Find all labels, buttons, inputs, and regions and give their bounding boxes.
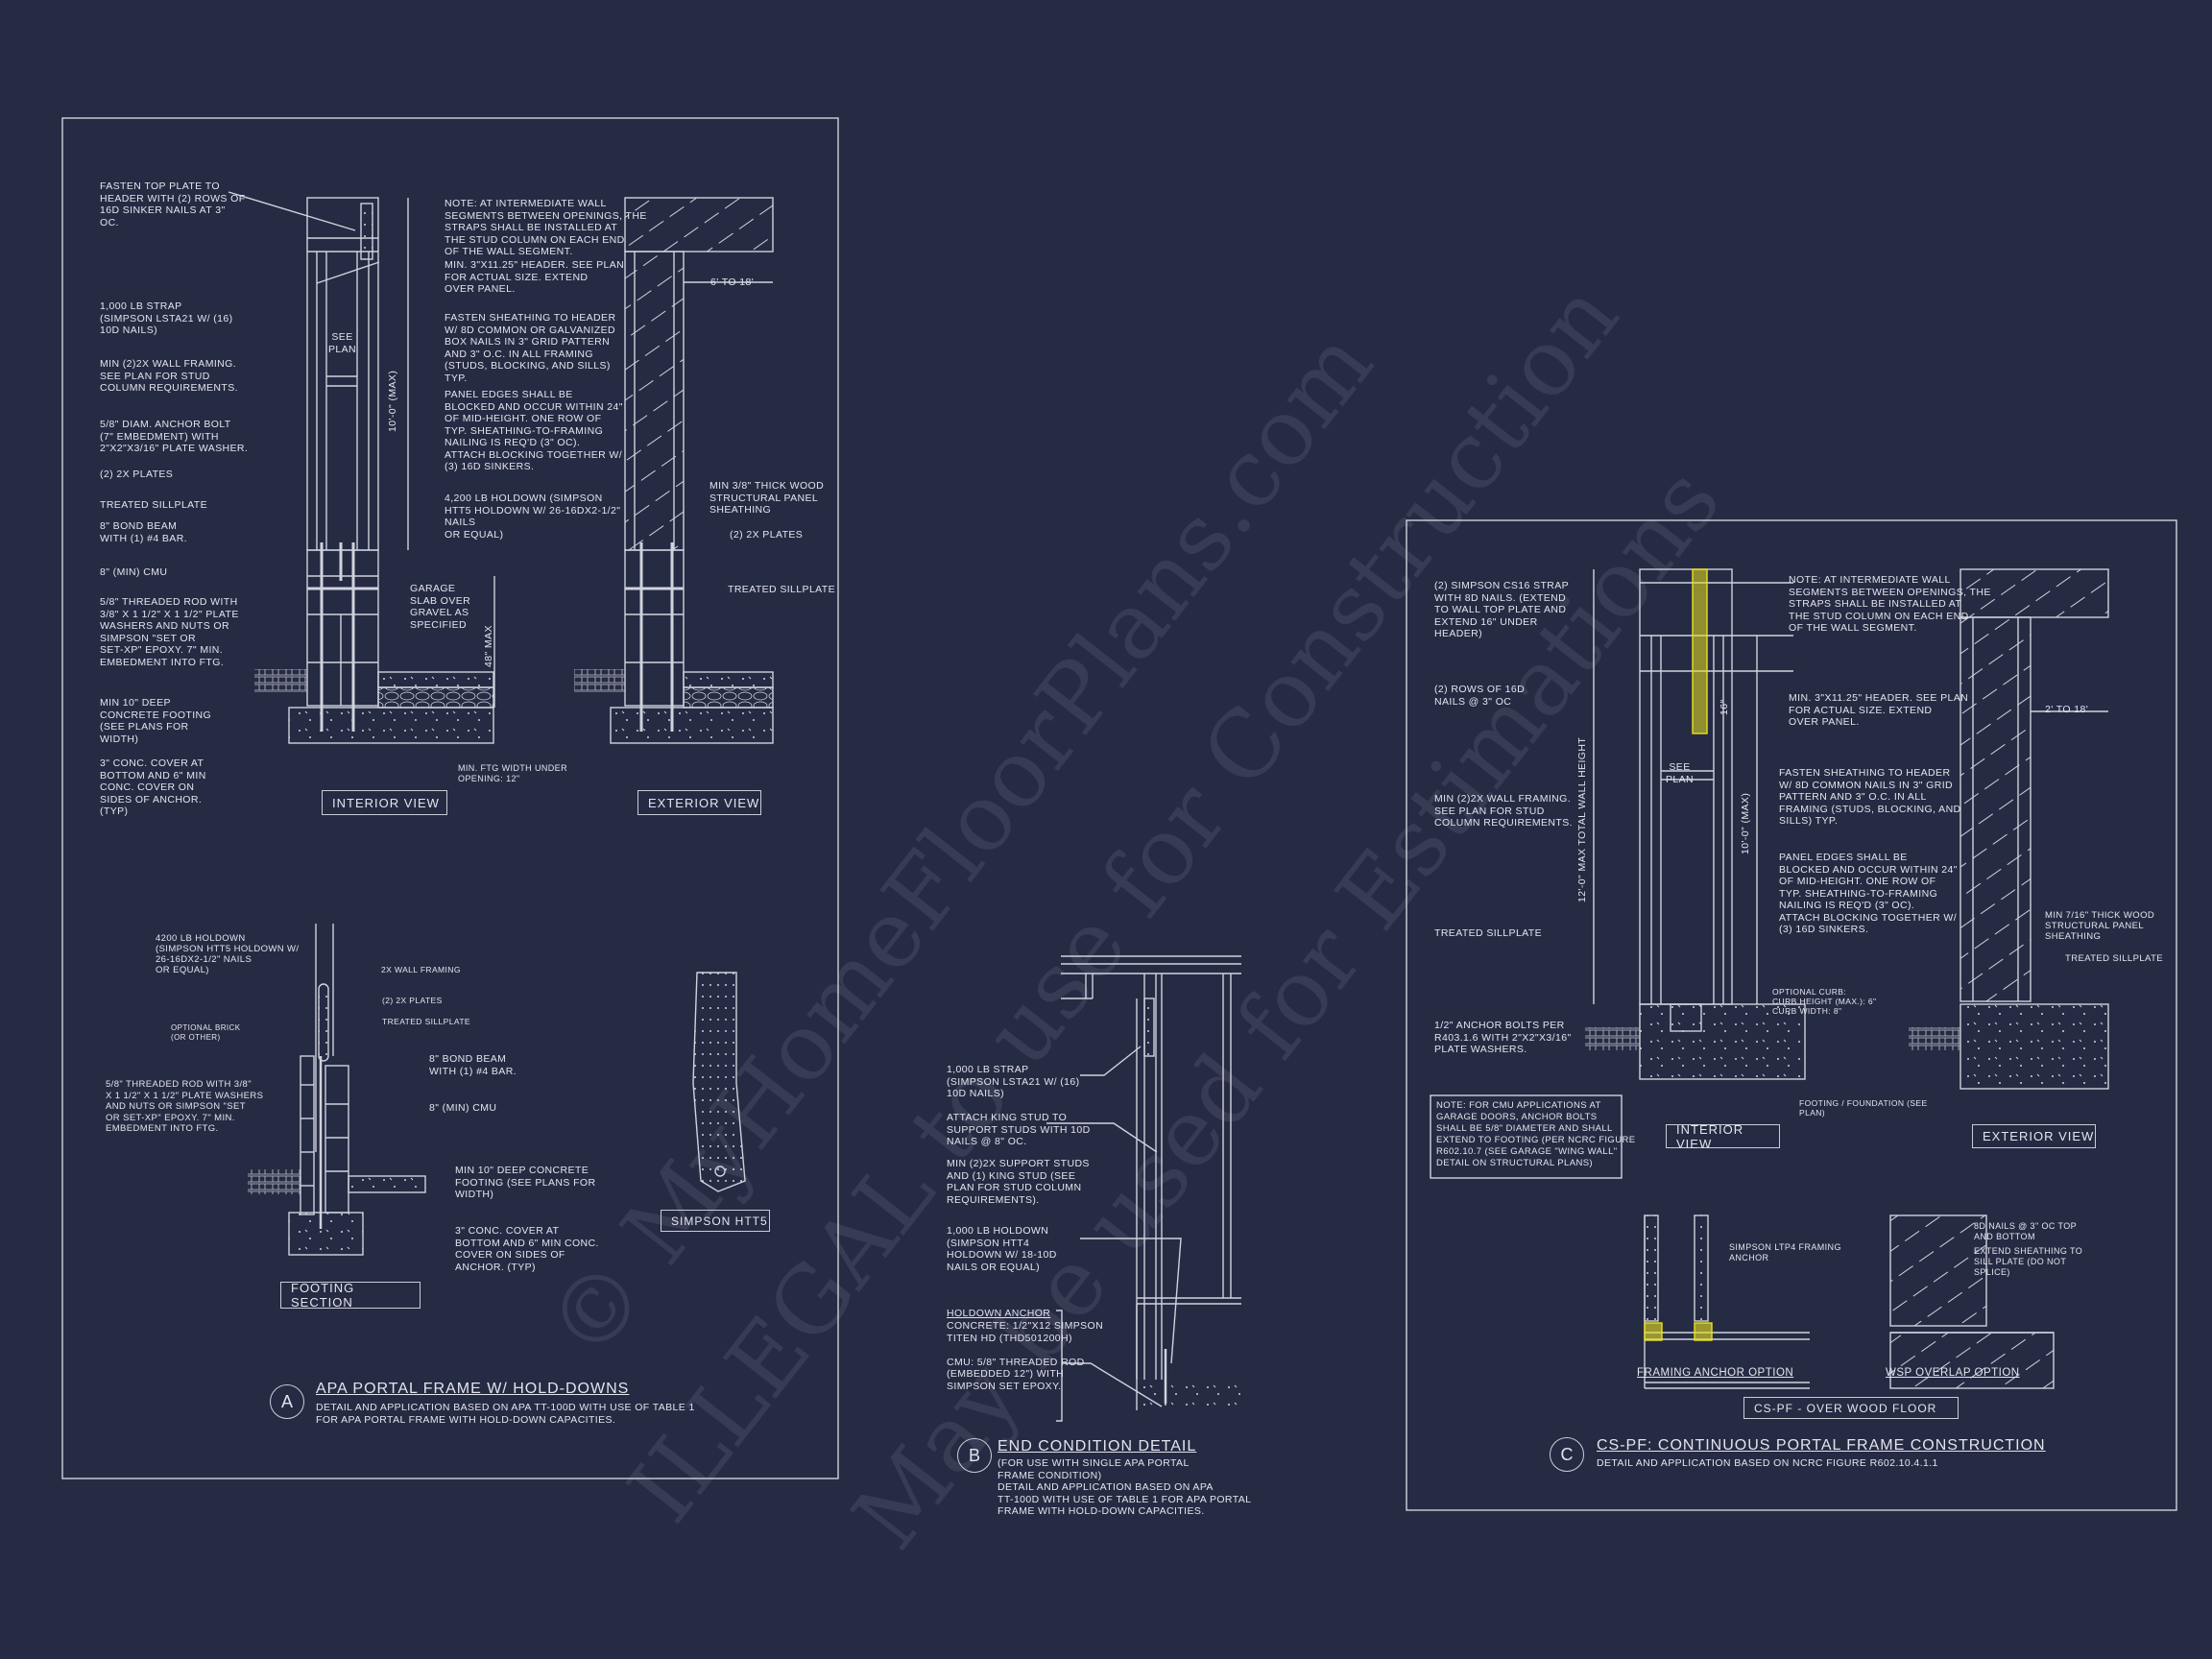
detail-b-description: (FOR USE WITH SINGLE APA PORTAL FRAME CO… <box>998 1457 1252 1517</box>
interior-view-label-c: INTERIOR VIEW <box>1666 1122 1780 1151</box>
wsp-overlap-option-label: WSP OVERLAP OPTION <box>1886 1367 2020 1379</box>
note-sillplate: TREATED SILLPLATE <box>100 499 208 511</box>
b-note-holdown: 1,000 LB HOLDOWN (SIMPSON HTT4 HOLDOWN W… <box>947 1225 1057 1273</box>
b-note-support-studs: MIN (2)2X SUPPORT STUDS AND (1) KING STU… <box>947 1158 1090 1206</box>
note-plates-ext: (2) 2x PLATES <box>730 529 804 541</box>
detail-b-title: END CONDITION DETAIL <box>998 1438 1197 1455</box>
exterior-view-label-c: EXTERIOR VIEW <box>1972 1124 2096 1148</box>
b-note-king-stud: ATTACH KING STUD TO SUPPORT STUDS WITH 1… <box>947 1112 1091 1147</box>
exterior-view-label-a: EXTERIOR VIEW <box>637 790 761 815</box>
exterior-view-a-drawing <box>574 197 774 744</box>
note-panel-edges: PANEL EDGES SHALL BE BLOCKED AND OCCUR W… <box>445 389 623 472</box>
fs-note-footing: MIN 10" DEEP CONCRETE FOOTING (SEE PLANS… <box>455 1165 596 1200</box>
simpson-htt5-graphic <box>692 972 746 1192</box>
dimension-slab: 48" MAX <box>483 625 494 667</box>
fs-note-bond-beam: 8" BOND BEAM WITH (1) #4 BAR. <box>429 1053 517 1077</box>
c-dimension-wall-height: 10'-0" (MAX) <box>1740 792 1751 854</box>
note-sillplate-ext: TREATED SILLPLATE <box>728 584 836 595</box>
wsp-overlap-option-drawing <box>1889 1214 2055 1389</box>
c-note-panel-edges: PANEL EDGES SHALL BE BLOCKED AND OCCUR W… <box>1779 852 1958 935</box>
detail-marker-c: C <box>1550 1437 1584 1472</box>
c-cmu-note: NOTE: FOR CMU APPLICATIONS AT GARAGE DOO… <box>1436 1100 1636 1168</box>
framing-anchor-option-drawing <box>1644 1214 1810 1389</box>
note-cmu: 8" (MIN) CMU <box>100 566 168 578</box>
detail-a-description: DETAIL AND APPLICATION BASED ON APA TT-1… <box>316 1402 695 1426</box>
sheet-border-a <box>61 117 839 1479</box>
framing-anchor-note: SIMPSON LTP4 FRAMING ANCHOR <box>1729 1242 1841 1262</box>
c-note-footing: FOOTING / FOUNDATION (SEE PLAN) <box>1799 1098 1928 1118</box>
wsp-note-extend: EXTEND SHEATHING TO SILL PLATE (DO NOT S… <box>1974 1246 2083 1277</box>
note-fasten-top-plate: FASTEN TOP PLATE TO HEADER WITH (2) ROWS… <box>100 180 246 228</box>
note-min-ftg-width: MIN. FTG WIDTH UNDER OPENING: 12" <box>458 763 567 783</box>
interior-view-label-a: INTERIOR VIEW <box>322 790 447 815</box>
c-note-fasten-sheathing: FASTEN SHEATHING TO HEADER W/ 8d COMMON … <box>1779 767 1961 827</box>
sheet-border-c <box>1406 519 2177 1511</box>
see-plan-label: SEE PLAN <box>328 331 357 355</box>
fs-note-plates: (2) 2x PLATES <box>382 996 443 1005</box>
detail-marker-b: B <box>957 1438 992 1473</box>
fs-note-conc-cover: 3" CONC. COVER AT BOTTOM AND 6" MIN CONC… <box>455 1225 599 1273</box>
c-note-cs16-strap: (2) SIMPSON CS16 STRAP WITH 8d NAILS. (E… <box>1434 580 1570 639</box>
note-anchor-bolt: 5/8" DIAM. ANCHOR BOLT (7" EMBEDMENT) WI… <box>100 419 249 454</box>
fs-note-threaded-rod: 5/8" THREADED ROD WITH 3/8" x 1 1/2" x 1… <box>106 1079 264 1134</box>
note-conc-cover: 3" CONC. COVER AT BOTTOM AND 6" MIN CONC… <box>100 757 206 817</box>
interior-view-a-drawing <box>228 191 495 744</box>
note-garage-slab: GARAGE SLAB OVER GRAVEL AS SPECIFIED <box>410 583 471 631</box>
note-holdown: 4,200 LB HOLDOWN (SIMPSON HTT5 HOLDOWN W… <box>445 493 621 541</box>
c-note-intermediate-wall: NOTE: AT INTERMEDIATE WALL SEGMENTS BETW… <box>1789 574 1991 634</box>
note-fasten-sheathing: FASTEN SHEATHING TO HEADER W/ 8d COMMON … <box>445 312 616 384</box>
simpson-htt5-label: SIMPSON HTT5 <box>661 1210 770 1232</box>
dimension-wall-height: 10'-0" (MAX) <box>387 370 398 432</box>
c-note-anchor-bolts: 1/2" ANCHOR BOLTS PER R403.1.6 WITH 2"x2… <box>1434 1020 1572 1055</box>
cs-pf-subtitle-box: CS-PF - OVER WOOD FLOOR <box>1743 1397 1959 1419</box>
c-dimension-2-to-18: 2' TO 18' <box>2045 704 2089 715</box>
c-dimension-total-height: 12'-0" MAX TOTAL WALL HEIGHT <box>1576 736 1588 902</box>
interior-view-c-drawing <box>1430 568 1806 1179</box>
note-sheathing: MIN 3/8" THICK WOOD STRUCTURAL PANEL SHE… <box>709 480 825 516</box>
b-note-strap: 1,000 LB STRAP (SIMPSON LSTA21 W/ (16) 1… <box>947 1064 1080 1099</box>
footing-section-drawing <box>248 924 426 1256</box>
detail-marker-a: A <box>270 1384 304 1419</box>
detail-a-title: APA PORTAL FRAME W/ HOLD-DOWNS <box>316 1381 630 1397</box>
c-dimension-strap: 16" <box>1719 699 1730 715</box>
footing-section-label: FOOTING SECTION <box>280 1281 421 1310</box>
fs-note-holdown: 4200 LB HOLDOWN (SIMPSON HTT5 HOLDOWN W/… <box>156 933 300 975</box>
framing-anchor-option-label: FRAMING ANCHOR OPTION <box>1637 1367 1794 1379</box>
c-note-sheathing: MIN 7/16" THICK WOOD STRUCTURAL PANEL SH… <box>2045 910 2155 942</box>
end-condition-drawing <box>1046 955 1241 1422</box>
dimension-6-to-18: 6' TO 18' <box>710 276 755 288</box>
note-intermediate-wall: NOTE: AT INTERMEDIATE WALL SEGMENTS BETW… <box>445 198 647 257</box>
c-see-plan: SEE PLAN <box>1666 761 1695 785</box>
c-note-wall-framing: MIN (2)2X WALL FRAMING. SEE PLAN FOR STU… <box>1434 793 1573 829</box>
c-note-header: MIN. 3"x11.25" HEADER. SEE PLAN FOR ACTU… <box>1789 692 1969 728</box>
fs-note-cmu: 8" (MIN) CMU <box>429 1102 497 1114</box>
note-footing: MIN 10" DEEP CONCRETE FOOTING (SEE PLANS… <box>100 697 212 745</box>
fs-note-wall-framing: 2X WALL FRAMING <box>381 965 461 974</box>
note-wall-framing: MIN (2)2X WALL FRAMING. SEE PLAN FOR STU… <box>100 358 238 394</box>
fs-note-brick: OPTIONAL BRICK (OR OTHER) <box>171 1023 241 1042</box>
c-note-sillplate-ext: TREATED SILLPLATE <box>2065 953 2164 964</box>
note-header: MIN. 3"x11.25" HEADER. SEE PLAN FOR ACTU… <box>445 259 625 295</box>
note-strap: 1,000 LB STRAP (SIMPSON LSTA21 W/ (16) 1… <box>100 301 233 336</box>
note-plates: (2) 2x PLATES <box>100 469 174 480</box>
fs-note-sillplate: TREATED SILLPLATE <box>382 1017 470 1026</box>
wsp-note-nails: 8d NAILS @ 3" OC TOP AND BOTTOM <box>1974 1221 2078 1241</box>
note-threaded-rod: 5/8" THREADED ROD WITH 3/8" x 1 1/2" x 1… <box>100 596 239 668</box>
detail-c-description: DETAIL AND APPLICATION BASED ON NCRC FIG… <box>1597 1457 1938 1469</box>
note-bond-beam: 8" BOND BEAM WITH (1) #4 BAR. <box>100 520 187 544</box>
exterior-view-c-drawing <box>1909 568 2109 1090</box>
b-anchor-heading: HOLDOWN ANCHOR <box>947 1308 1051 1319</box>
b-anchor-notes: CONCRETE: 1/2"x12 SIMPSON TITEN HD (THD5… <box>947 1320 1104 1392</box>
c-note-rows-16d: (2) ROWS OF 16d NAILS @ 3" OC <box>1434 684 1526 708</box>
c-note-optional-curb: OPTIONAL CURB: CURB HEIGHT (MAX.): 6" CU… <box>1772 987 1877 1016</box>
detail-c-title: CS-PF: CONTINUOUS PORTAL FRAME CONSTRUCT… <box>1597 1437 2046 1454</box>
c-note-sillplate: TREATED SILLPLATE <box>1434 927 1543 939</box>
